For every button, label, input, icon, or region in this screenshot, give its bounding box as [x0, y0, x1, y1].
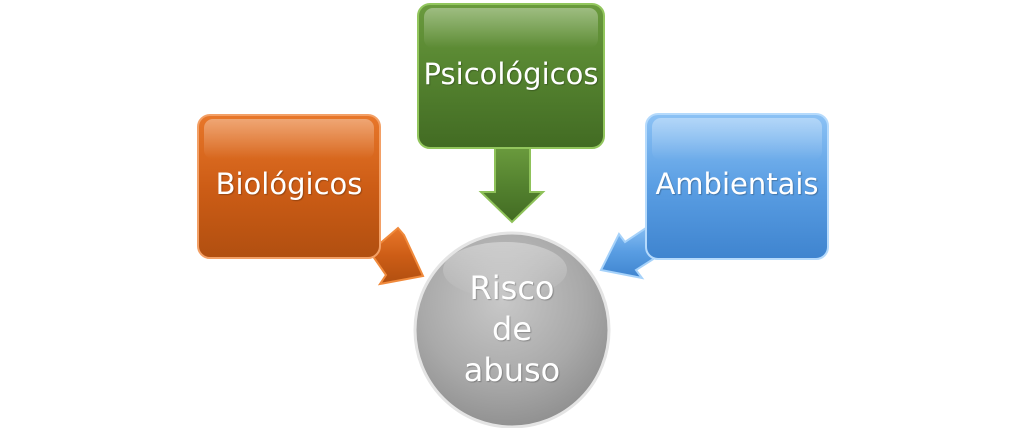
center-label: Risco de abuso — [420, 268, 604, 391]
psicologicos-label: Psicológicos — [423, 57, 599, 91]
biologicos-node — [197, 114, 425, 286]
center-node — [413, 231, 611, 428]
arrow-psicologicos-to-center — [478, 147, 546, 224]
center-label-line-1: Risco — [469, 269, 555, 307]
ambientais-node — [599, 113, 829, 280]
arrow-biologicos-to-center — [368, 226, 425, 286]
psicologicos-node — [417, 3, 605, 224]
ambientais-label: Ambientais — [655, 167, 819, 201]
center-label-line-3: abuso — [463, 351, 561, 389]
center-label-line-2: de — [492, 310, 532, 348]
biologicos-label: Biológicos — [215, 167, 363, 201]
